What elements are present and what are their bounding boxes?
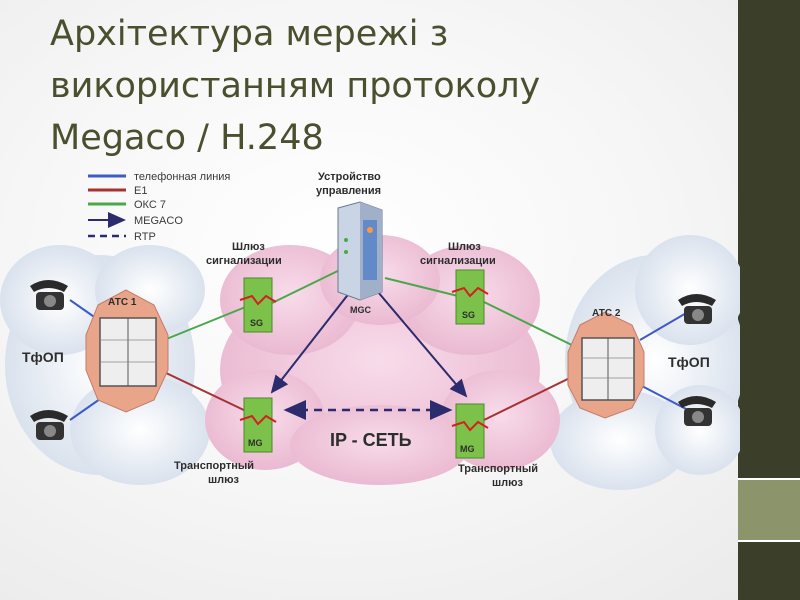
megaco-link [270,291,351,394]
phone-line [639,311,689,341]
telephone-icon [30,410,68,440]
side-band-divider-2 [738,540,800,542]
sg-right-gateway-icon [451,269,489,325]
legend-label: MEGACO [134,215,183,227]
title-line-2: використанням протоколу [50,66,541,106]
mgc-title-line-1: Устройство [318,171,381,183]
network-diagram: телефонная линия E1 ОКС 7 MEGACO RTP IP … [0,171,740,490]
legend-label: E1 [134,185,147,197]
sg-right-tag: SG [462,310,475,320]
telephone-icon [678,294,716,324]
title-line-1: Архітектура мережі з [50,14,449,54]
mg-left-caption-line-1: Транспортный [174,460,254,472]
ats1-switch [85,289,169,413]
pstn-label-right: ТфОП [668,354,710,370]
ats1-label: АТС 1 [108,297,137,308]
sg-right-title-line-1: Шлюз [448,241,481,253]
mgc-tag: MGC [350,305,371,315]
ip-network-label: IP - СЕТЬ [330,430,412,450]
sg-left-title-line-2: сигнализации [206,255,282,267]
legend-label: ОКС 7 [134,199,166,211]
oks7-link [384,277,459,297]
telephone-icon [30,280,68,310]
mgc-title-line-2: управления [316,185,381,197]
connections [69,264,689,421]
sg-right-title-line-2: сигнализации [420,255,496,267]
side-band-dark [738,0,800,480]
legend-label: RTP [134,231,156,243]
sg-left-gateway-icon [239,277,277,333]
legend: телефонная линия E1 ОКС 7 MEGACO RTP [88,171,230,243]
legend-label: телефонная линия [134,171,230,183]
sg-left-title-line-1: Шлюз [232,241,265,253]
mg-right-gateway-icon [451,403,489,459]
slide-title: Архітектура мережі з використанням прото… [50,8,710,164]
side-band-light [738,480,800,540]
mg-right-caption-line-2: шлюз [492,477,524,489]
e1-link [483,371,583,421]
title-line-3: Megaco / H.248 [50,118,324,158]
phone-line [639,384,689,411]
mgc-server-icon [337,201,383,301]
mg-right-tag: MG [460,444,475,454]
oks7-link [483,301,583,351]
megaco-link [377,291,468,398]
mg-left-gateway-icon [239,397,277,453]
side-band-dark-bottom [738,540,800,600]
pstn-label-left: ТфОП [22,349,64,365]
telephone-icon [678,396,716,426]
oks7-link [163,305,249,341]
side-band-divider [738,478,800,480]
mg-right-caption-line-1: Транспортный [458,463,538,475]
sg-left-tag: SG [250,318,263,328]
mg-left-tag: MG [248,438,263,448]
ats2-switch [567,311,645,419]
e1-link [163,371,249,413]
oks7-link [271,264,351,304]
mg-left-caption-line-2: шлюз [208,474,240,486]
ats2-label: АТС 2 [592,308,621,319]
